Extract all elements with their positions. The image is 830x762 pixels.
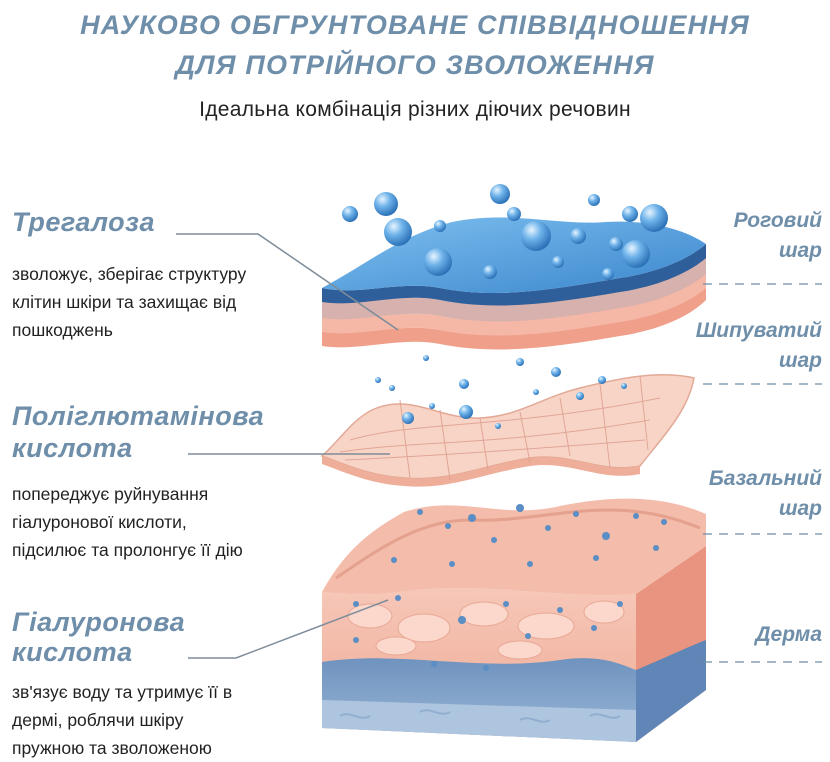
ingredient-title-hyaluronic-line-2: кислота <box>12 637 133 667</box>
layer-label-line: Роговий <box>733 209 822 232</box>
description-line: зволожує, зберігає структуру <box>12 264 247 284</box>
description-line: гіалуронової кислоти, <box>12 512 187 532</box>
ingredient-description-polyglutamic: попереджує руйнування гіалуронової кисло… <box>12 480 243 564</box>
dermis-block <box>322 498 706 742</box>
callout-line-hyaluronic <box>188 599 389 659</box>
layer-label-line: шар <box>778 239 822 262</box>
stratum-spinosum-layer <box>320 373 695 487</box>
layer-label-line: Базальний <box>708 467 822 490</box>
description-line: пошкоджень <box>12 320 113 340</box>
description-line: клітин шкіри та захищає від <box>12 292 237 312</box>
ingredient-title-trehalose: Трегалоза <box>12 207 155 237</box>
layer-label-line: шар <box>778 497 822 520</box>
ingredient-description-trehalose: зволожує, зберігає структуру клітин шкір… <box>12 260 246 344</box>
page-title-line-1: НАУКОВО ОБГРУНТОВАНЕ СПІВВІДНОШЕННЯ <box>80 10 750 40</box>
description-line: зв'язує воду та утримує її в <box>12 682 233 702</box>
layer-label-line: шар <box>778 349 822 372</box>
description-line: пружною та зволоженою <box>12 738 212 758</box>
ingredient-title-polyglutamic-line-1: Поліглютамінова <box>12 401 265 431</box>
description-line: попереджує руйнування <box>12 484 209 504</box>
page-title-line-2: ДЛЯ ПОТРІЙНОГО ЗВОЛОЖЕННЯ <box>175 50 655 80</box>
layer-label-stratum-spinosum: Шипуватий шар <box>696 316 822 376</box>
layer-label-stratum-corneum: Роговий шар <box>734 206 822 266</box>
ingredient-description-hyaluronic: зв'язує воду та утримує її в дермі, робл… <box>12 678 232 762</box>
callout-line-trehalose <box>176 233 399 331</box>
layer-label-stratum-basale: Базальний шар <box>709 464 822 524</box>
stratum-corneum-layer <box>322 217 706 350</box>
layer-label-line: Шипуватий <box>695 319 822 342</box>
page-subtitle: Ідеальна комбінація різних діючих речови… <box>199 98 631 121</box>
ingredient-title-hyaluronic-line-1: Гіалуронова <box>12 607 186 637</box>
description-line: дермі, роблячи шкіру <box>12 710 184 730</box>
moisture-bubbles <box>342 184 668 429</box>
ingredient-title-polyglutamic-line-2: кислота <box>12 433 133 463</box>
description-line: підсилює та пролонгує її дію <box>12 540 243 560</box>
layer-label-dermis: Дерма <box>755 623 822 646</box>
collagen-dots <box>353 504 667 671</box>
callout-lines <box>176 233 399 659</box>
layer-dashed-lines <box>703 283 822 663</box>
